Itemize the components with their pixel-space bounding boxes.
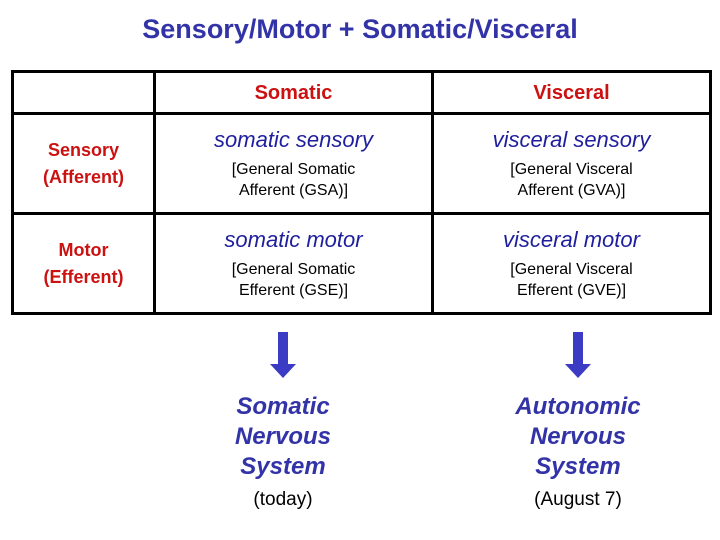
caption-title-autonomic: Autonomic Nervous System bbox=[448, 392, 708, 482]
caption-autonomic-line-3: System bbox=[535, 453, 621, 480]
caption-autonomic-line-2: Nervous bbox=[529, 423, 627, 450]
cell-detail-gsa-line-2: Afferent (GSA)] bbox=[238, 182, 349, 199]
caption-autonomic-nervous-system: Autonomic Nervous System (August 7) bbox=[448, 392, 708, 512]
cell-visceral-motor: visceral motor [General Visceral Efferen… bbox=[431, 212, 712, 315]
cell-detail-gve-line-2: Efferent (GVE)] bbox=[516, 282, 627, 299]
cell-visceral-sensory: visceral sensory [General Visceral Affer… bbox=[431, 112, 712, 215]
caption-somatic-line-1: Somatic bbox=[236, 393, 330, 420]
cell-term-somatic-motor: somatic motor bbox=[224, 227, 363, 252]
row-header-sensory-line-2: (Afferent) bbox=[43, 166, 124, 187]
table-corner-cell bbox=[11, 70, 156, 115]
column-header-visceral: Visceral bbox=[431, 70, 712, 115]
column-header-somatic: Somatic bbox=[153, 70, 434, 115]
page-title: Sensory/Motor + Somatic/Visceral bbox=[142, 14, 578, 44]
caption-somatic-line-2: Nervous bbox=[234, 423, 332, 450]
row-header-motor-line-2: (Efferent) bbox=[43, 266, 124, 287]
row-header-sensory-line-1: Sensory bbox=[47, 139, 120, 160]
caption-note-somatic: (today) bbox=[253, 489, 313, 510]
cell-detail-gsa-line-1: [General Somatic bbox=[231, 161, 356, 178]
caption-note-autonomic: (August 7) bbox=[534, 489, 622, 510]
cell-term-visceral-sensory: visceral sensory bbox=[492, 127, 651, 152]
cell-detail-gva-line-1: [General Visceral bbox=[510, 161, 633, 178]
cell-detail-gve-line-1: [General Visceral bbox=[510, 261, 633, 278]
table-row: Motor (Efferent) somatic motor [General … bbox=[11, 212, 712, 315]
cell-somatic-sensory: somatic sensory [General Somatic Afferen… bbox=[153, 112, 434, 215]
sensory-motor-matrix-table: Somatic Visceral Sensory (Afferent) soma… bbox=[11, 70, 712, 315]
arrow-down-icon bbox=[561, 332, 595, 378]
caption-title-somatic: Somatic Nervous System bbox=[153, 392, 413, 482]
caption-somatic-line-3: System bbox=[240, 453, 326, 480]
row-header-motor: Motor (Efferent) bbox=[11, 212, 156, 315]
cell-detail-gse-line-2: Efferent (GSE)] bbox=[238, 282, 349, 299]
caption-somatic-nervous-system: Somatic Nervous System (today) bbox=[153, 392, 413, 512]
cell-term-visceral-motor: visceral motor bbox=[503, 227, 640, 252]
table-header-row: Somatic Visceral bbox=[11, 70, 712, 115]
arrow-down-icon bbox=[266, 332, 300, 378]
caption-autonomic-line-1: Autonomic bbox=[515, 393, 641, 420]
cell-detail-gva-line-2: Afferent (GVA)] bbox=[517, 182, 626, 199]
cell-term-somatic-sensory: somatic sensory bbox=[214, 127, 373, 152]
cell-somatic-motor: somatic motor [General Somatic Efferent … bbox=[153, 212, 434, 315]
table-row: Sensory (Afferent) somatic sensory [Gene… bbox=[11, 112, 712, 215]
row-header-motor-line-1: Motor bbox=[58, 239, 109, 260]
row-header-sensory: Sensory (Afferent) bbox=[11, 112, 156, 215]
cell-detail-gse-line-1: [General Somatic bbox=[231, 261, 356, 278]
